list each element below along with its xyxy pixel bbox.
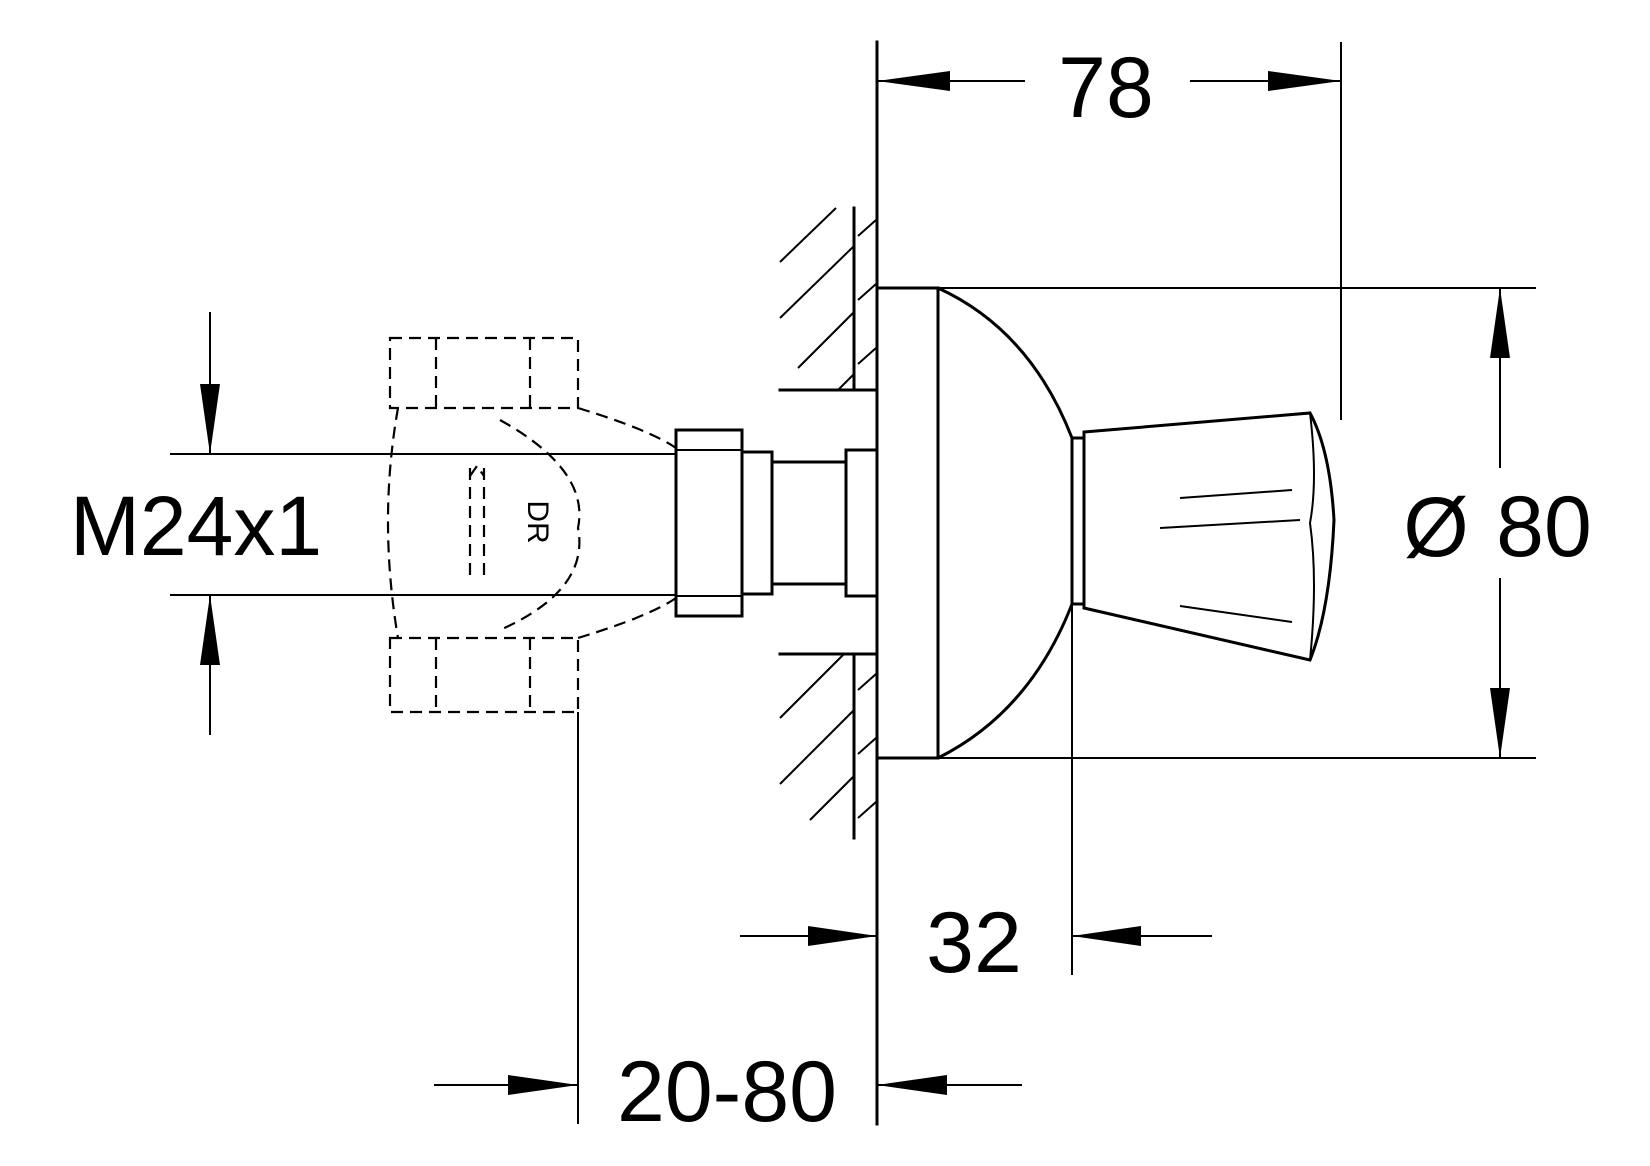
dimension-32	[740, 604, 1212, 975]
valve-stem	[674, 428, 879, 618]
dimension-20-80-label: 20-80	[617, 1044, 837, 1140]
dimension-78	[877, 42, 1342, 420]
rosette	[875, 286, 1074, 760]
thread-size-label: M24x1	[70, 479, 322, 573]
dimension-80-label: 80	[1496, 479, 1592, 575]
cross-handle	[1070, 411, 1336, 662]
dimension-78-label: 78	[1058, 40, 1154, 136]
dimension-diameter-80	[938, 287, 1536, 759]
dimension-20-80	[434, 712, 1022, 1124]
dimension-thread	[170, 312, 676, 735]
wall-section-hatching	[778, 206, 879, 840]
diameter-symbol: Ø	[1403, 480, 1468, 574]
concealed-valve-body	[386, 336, 677, 714]
dimension-32-label: 32	[926, 895, 1022, 991]
body-marking-label: DR	[521, 500, 554, 543]
